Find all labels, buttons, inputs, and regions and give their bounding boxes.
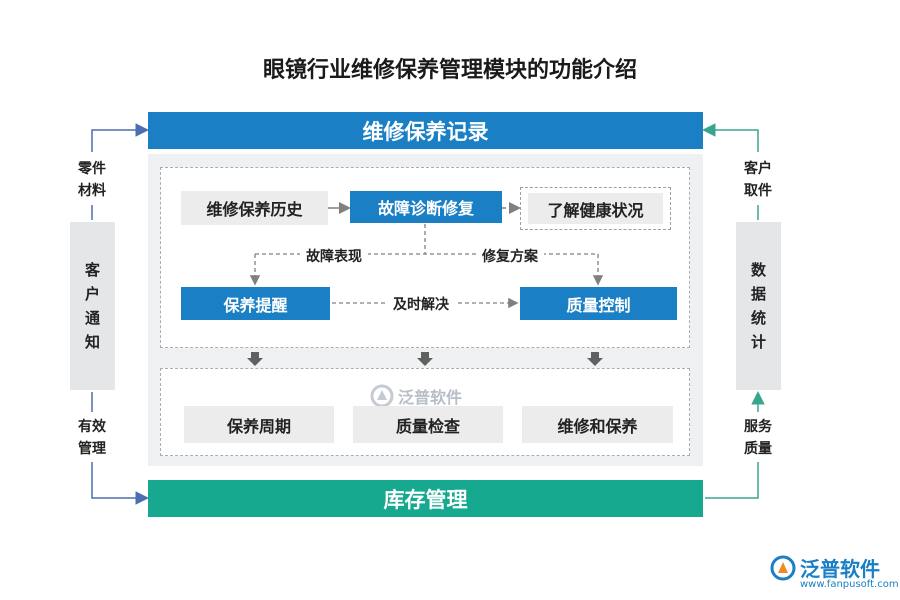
data-statistics-char-2: 据 [750, 285, 766, 303]
data-statistics-char-1: 数 [750, 261, 766, 279]
timely-label: 及时解决 [387, 294, 455, 314]
health-box: 了解健康状况 [520, 187, 671, 230]
left-loop-bottom [91, 462, 149, 505]
inventory-management-bar: 库存管理 [148, 480, 703, 517]
customer-notify-char-3: 通 [84, 309, 100, 327]
right-bottom-label-line1: 服务 [744, 419, 772, 435]
brand-logo: 泛普软件 www.fanpusoft.com [770, 553, 899, 593]
right-loop-top [702, 123, 759, 152]
watermark-text: 泛普软件 [398, 388, 463, 407]
down-arrow-left [247, 352, 263, 366]
right-top-label: 客户 取件 [734, 158, 782, 202]
lower-item-cycle: 保养周期 [184, 406, 334, 443]
data-statistics-char-4: 计 [750, 333, 766, 351]
right-top-label-line2: 取件 [744, 183, 772, 199]
down-arrow-right [587, 352, 603, 366]
customer-notify-char-1: 客 [84, 261, 100, 279]
left-bottom-label: 有效 管理 [68, 416, 116, 460]
plan-label: 修复方案 [476, 246, 544, 266]
brand-logo-url: www.fanpusoft.com [800, 579, 899, 590]
quality-control-box: 质量控制 [520, 287, 677, 320]
lower-item-repair-maintain: 维修和保养 [522, 406, 673, 443]
brand-logo-name: 泛普软件 [800, 557, 880, 581]
right-bottom-label-line2: 质量 [744, 441, 772, 457]
right-bottom-label: 服务 质量 [734, 416, 782, 460]
lower-item-inspection: 质量检查 [353, 406, 503, 443]
maintenance-record-bar: 维修保养记录 [148, 112, 703, 149]
brand-logo-icon [770, 555, 796, 581]
page-title: 眼镜行业维修保养管理模块的功能介绍 [262, 58, 637, 83]
down-arrow-middle [417, 352, 433, 366]
left-loop-top [91, 123, 149, 152]
watermark-logo-icon [370, 384, 394, 408]
data-statistics-char-3: 统 [750, 309, 766, 327]
left-bottom-label-line2: 管理 [78, 441, 106, 457]
customer-notify-char-2: 户 [84, 285, 100, 303]
left-bottom-label-line1: 有效 [78, 419, 106, 435]
right-top-label-line1: 客户 [744, 161, 772, 177]
data-statistics-box: 数 据 统 计 [736, 222, 781, 390]
symptom-label: 故障表现 [300, 246, 368, 266]
left-top-label-line2: 材料 [78, 183, 106, 199]
history-box: 维修保养历史 [181, 191, 328, 225]
health-box-inner: 了解健康状况 [528, 193, 663, 224]
customer-notify-box: 客 户 通 知 [70, 222, 115, 390]
reminder-box: 保养提醒 [181, 287, 330, 320]
diagnosis-box: 故障诊断修复 [350, 191, 502, 223]
left-top-label-line1: 零件 [78, 161, 106, 177]
watermark: 泛普软件 [370, 384, 462, 408]
left-top-label: 零件 材料 [68, 158, 116, 202]
customer-notify-char-4: 知 [84, 333, 100, 351]
right-loop-bottom [705, 462, 759, 499]
